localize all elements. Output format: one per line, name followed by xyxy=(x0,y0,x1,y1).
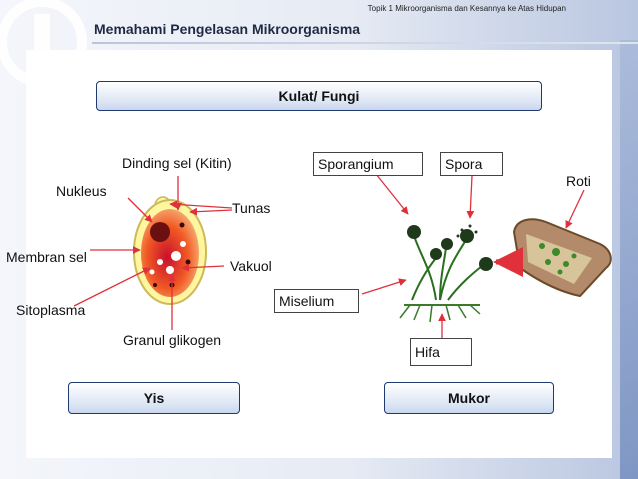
label-vakuol: Vakuol xyxy=(230,258,272,274)
bread-illustration xyxy=(512,218,612,298)
label-granul-glikogen: Granul glikogen xyxy=(123,332,222,348)
topic-header: Topik 1 Mikroorganisma dan Kesannya ke A… xyxy=(367,4,566,13)
mucor-pointer-lines xyxy=(361,173,585,338)
banner-kulat-fungi: Kulat/ Fungi xyxy=(96,81,542,111)
yeast-pointer-lines xyxy=(73,176,233,330)
page-title: Memahami Pengelasan Mikroorganisma xyxy=(94,21,361,37)
label-sitoplasma: Sitoplasma xyxy=(16,302,86,318)
side-band xyxy=(620,40,638,479)
mucor-illustration xyxy=(399,224,493,323)
label-nukleus: Nukleus xyxy=(56,183,107,199)
label-roti: Roti xyxy=(566,173,591,189)
title-divider xyxy=(92,42,638,44)
bread-to-mucor-arrow xyxy=(493,246,524,277)
title-mukor: Mukor xyxy=(384,382,554,414)
label-spora: Spora xyxy=(440,152,503,176)
label-miselium: Miselium xyxy=(274,289,359,313)
yeast-cell-illustration xyxy=(133,196,207,305)
title-yis: Yis xyxy=(68,382,240,414)
label-dinding-sel: Dinding sel (Kitin) xyxy=(122,155,232,171)
label-membran-sel: Membran sel xyxy=(6,249,87,265)
label-hifa: Hifa xyxy=(410,338,472,366)
label-sporangium: Sporangium xyxy=(313,152,423,176)
label-tunas: Tunas xyxy=(232,200,271,216)
slide-logo xyxy=(0,0,87,87)
